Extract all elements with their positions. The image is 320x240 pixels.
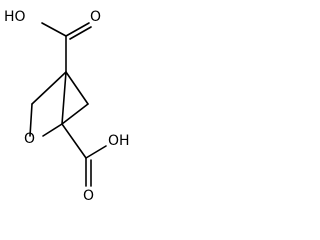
atom-label-top-oh: HO — [4, 9, 26, 25]
bond-ring-o-to-quaternary — [42, 123, 63, 137]
bond-top-c-double-o-b — [69, 26, 92, 40]
structure-diagram: HO O O OH O — [4, 9, 130, 204]
bond-ch2-to-ring-o — [29, 103, 33, 137]
atom-label-top-carbonyl-o: O — [90, 9, 101, 25]
bond-ch2-right-to-quaternary — [61, 103, 89, 125]
atom-label-ring-o: O — [24, 131, 35, 147]
bond-top-c-double-o-a — [65, 22, 90, 37]
bond-top-c-oh — [41, 22, 67, 37]
bond-bottom-c-oh — [85, 145, 107, 159]
atom-label-bottom-carbonyl-o: O — [83, 188, 94, 204]
atom-labels: HO O O OH O — [4, 9, 130, 204]
bond-bridgehead-ch2-right — [65, 71, 89, 105]
atom-label-bottom-oh: OH — [108, 133, 130, 149]
bond-bridge-central — [61, 71, 67, 125]
bond-quaternary-to-bottom-c — [61, 123, 87, 159]
bonds — [29, 22, 107, 187]
bond-bridgehead-ch2-left — [31, 71, 67, 105]
